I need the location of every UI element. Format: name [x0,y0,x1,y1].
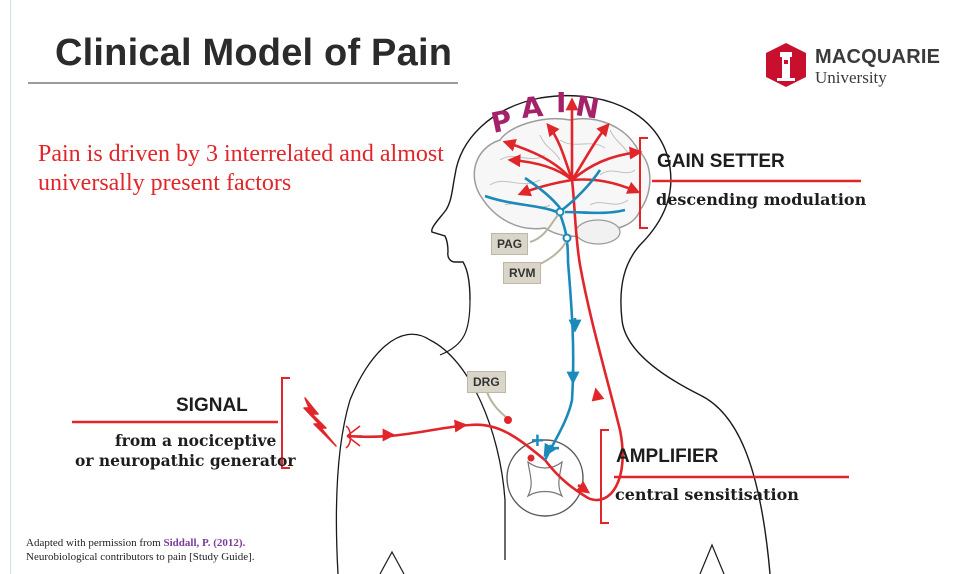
pain-letter-a: A [519,90,544,125]
lightning-bolt-icon [304,398,336,446]
amplifier-description: central sensitisation [615,485,799,505]
plus-sign: + [531,428,544,453]
rvm-tag: RVM [503,262,541,284]
arm-inner-outline [700,545,724,574]
dorsal-horn-node [528,455,535,462]
amplifier-bracket [601,430,609,523]
amplifier-heading: AMPLIFIER [616,446,718,468]
signal-description-line1: from a nociceptive [115,431,276,451]
attribution-prefix: Adapted with permission from [26,537,163,549]
pain-letter-p: P [488,103,515,140]
gain-setter-description: descending modulation [656,190,866,210]
arm-inner-outline-left [380,552,404,574]
signal-heading: SIGNAL [176,395,248,417]
pain-letter-i: I [556,86,566,119]
signal-description-line2: or neuropathic generator [75,451,296,471]
gain-setter-heading: GAIN SETTER [657,151,785,173]
chin-outline [440,300,470,355]
cerebellum [576,220,620,244]
attribution-reference: Siddall, P. (2012). [163,537,245,549]
pag-tag: PAG [491,233,528,255]
pag-node [557,209,564,216]
drg-tag: DRG [467,371,506,393]
attribution: Adapted with permission from Siddall, P.… [26,536,255,564]
drg-node [504,416,512,424]
attribution-line2: Neurobiological contributors to pain [St… [26,551,255,563]
spinal-cord-section [507,440,583,516]
rvm-node [564,235,571,242]
minus-sign: − [546,435,560,462]
